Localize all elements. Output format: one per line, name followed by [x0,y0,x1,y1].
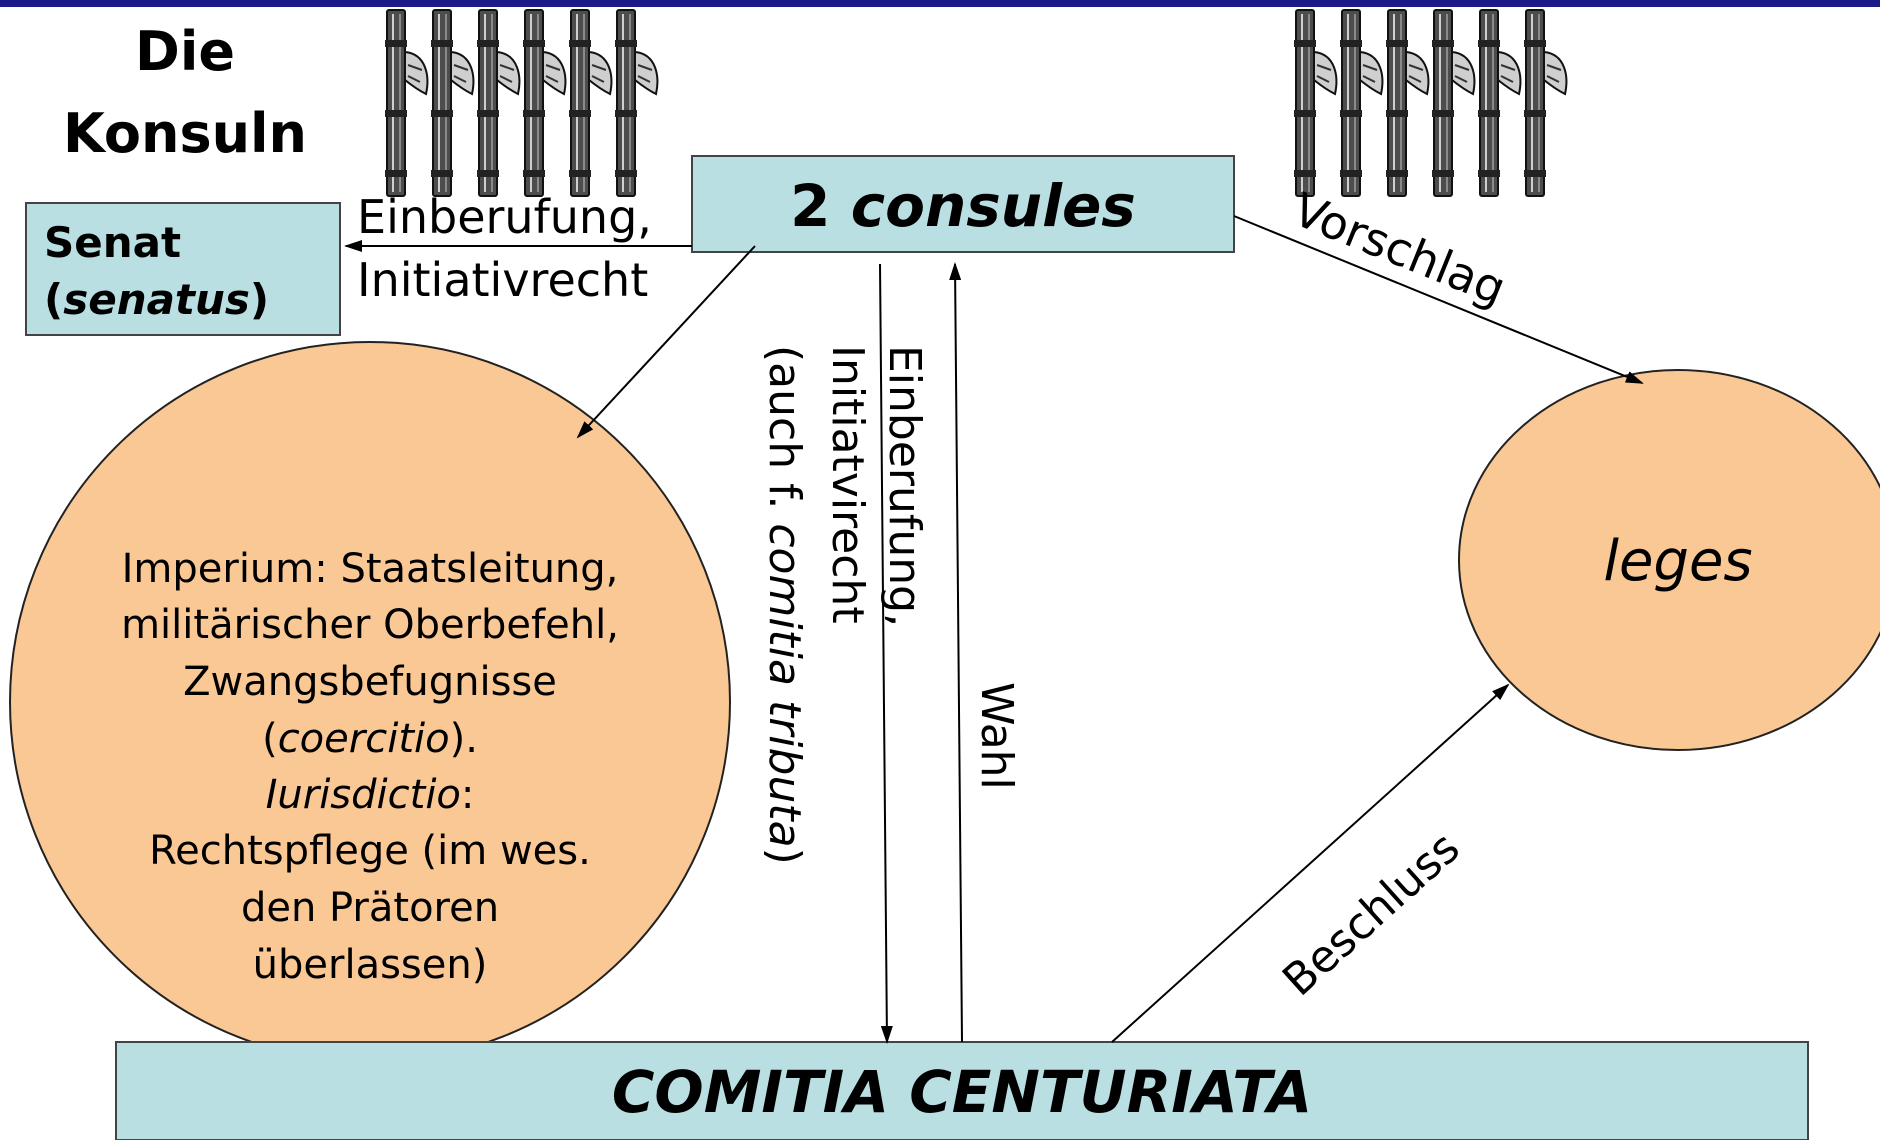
powers-line: Imperium: Staatsleitung, [122,546,619,592]
powers-line: Iurisdictio: [266,772,475,818]
powers-line: militärischer Oberbefehl, [121,602,619,648]
edge-label-comitia-2: Initiatvirecht [822,345,873,624]
edge-label-senate-2: Initiativrecht [357,253,648,307]
page-title: Die Konsuln [63,20,307,165]
edge-label-comitia-1: Einberufung, [879,345,930,627]
leges-label: leges [1603,529,1752,594]
edge-label-wahl: Wahl [971,682,1022,790]
senate-latin-line: (senatus) [44,275,269,324]
comitia-box: COMITIA CENTURIATA [115,1041,1809,1140]
fasces-icon [1294,10,1566,196]
powers-line: Rechtspflege (im wes. [149,828,591,874]
arrow-wahl [949,262,963,1043]
edge-label-vorschlag: Vorschlag [1286,182,1513,316]
senate-box: Senat (senatus) [25,202,341,336]
powers-line: den Prätoren [241,885,499,931]
arrow-beschluss [1111,683,1510,1043]
powers-line: (coercitio). [262,716,478,762]
arrow-to-leges [1233,215,1644,384]
title-line-1: Die [135,20,235,83]
senate-label: Senat [44,218,181,267]
arrow-to-comitia [879,263,893,1044]
comitia-label: COMITIA CENTURIATA [612,1058,1312,1126]
consuls-box: 2 consules [691,155,1235,253]
edge-label-senate-1: Einberufung, [357,190,652,244]
title-line-2: Konsuln [63,102,307,165]
arrow-to-powers [576,245,756,439]
edge-label-beschluss: Beschluss [1273,822,1469,1006]
powers-circle: Imperium: Staatsleitung, militärischer O… [9,341,731,1063]
edge-label-comitia-3: (auch f. comitia tributa) [759,345,810,865]
top-accent-bar [0,0,1880,7]
consuls-label: 2 consules [790,172,1136,240]
powers-line: Zwangsbefugnisse [183,659,557,705]
leges-circle: leges [1458,369,1880,751]
fasces-icon [385,10,657,196]
powers-line: überlassen) [253,942,488,988]
